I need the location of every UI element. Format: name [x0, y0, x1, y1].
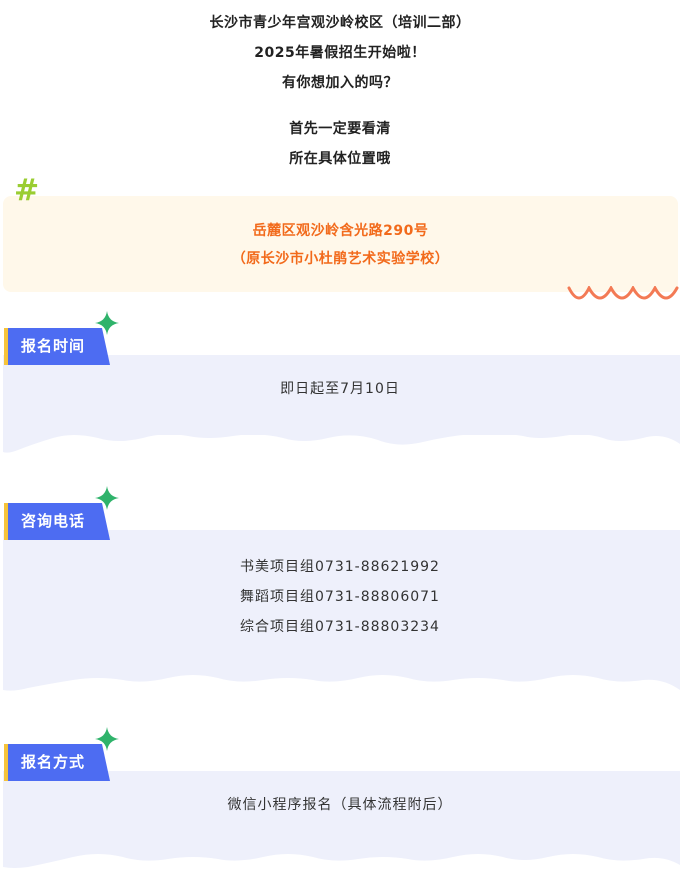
wave-divider — [3, 849, 680, 868]
registration-time-text: 即日起至7月10日 — [280, 381, 400, 397]
address-box: 岳麓区观沙岭含光路290号 （原长沙市小杜鹃艺术实验学校） — [3, 196, 678, 292]
tag-registration-time: 报名时间 — [4, 328, 110, 365]
section-registration-time — [3, 355, 680, 435]
intro-line-1: 长沙市青少年宫观沙岭校区（培训二部） — [209, 15, 471, 31]
section-registration-method — [3, 771, 680, 854]
tag-label: 咨询电话 — [21, 512, 86, 530]
phone-line-general: 综合项目组0731-88803234 — [240, 619, 440, 635]
intro-line-2: 2025年暑假招生开始啦！ — [254, 45, 426, 61]
intro-line-3: 有你想加入的吗？ — [282, 75, 398, 91]
tag-label: 报名方式 — [21, 753, 86, 771]
phone-line-calligraphy: 书美项目组0731-88621992 — [240, 559, 440, 575]
phone-line-dance: 舞蹈项目组0731-88806071 — [240, 589, 440, 605]
intro-line-5: 所在具体位置哦 — [289, 151, 391, 167]
intro-line-4: 首先一定要看清 — [289, 121, 391, 137]
sparkle-icon — [95, 486, 119, 510]
address-line-2: （原长沙市小杜鹃艺术实验学校） — [231, 251, 450, 267]
address-line-1: 岳麓区观沙岭含光路290号 — [252, 223, 429, 239]
scallop-decoration — [567, 286, 679, 300]
sparkle-icon — [95, 311, 119, 335]
hash-icon: # — [14, 173, 40, 208]
wave-divider — [3, 670, 680, 691]
tag-label: 报名时间 — [21, 337, 86, 355]
registration-method-text: 微信小程序报名（具体流程附后） — [227, 797, 453, 813]
section-consult-phone — [3, 530, 680, 675]
tag-registration-method: 报名方式 — [4, 744, 110, 781]
tag-consult-phone: 咨询电话 — [4, 503, 110, 540]
sparkle-icon — [95, 727, 119, 751]
wave-divider — [3, 430, 680, 453]
